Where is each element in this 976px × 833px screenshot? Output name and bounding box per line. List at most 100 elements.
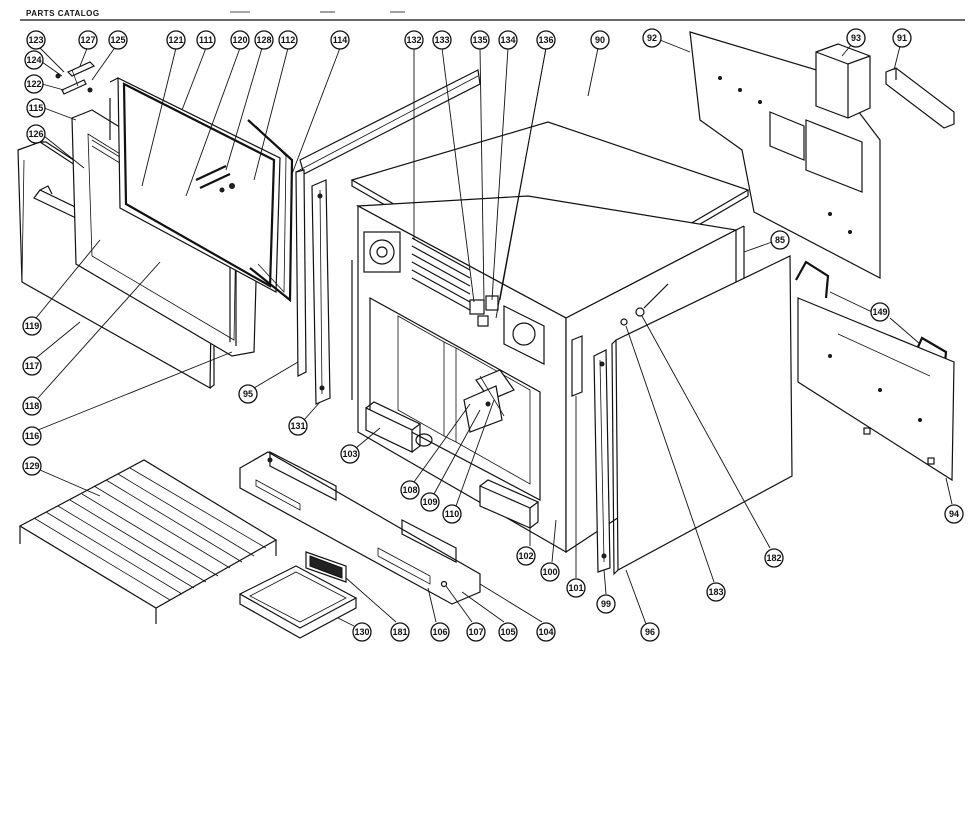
callout-181: 181 xyxy=(345,577,410,642)
callout-111: 111 xyxy=(181,30,216,111)
side-panel xyxy=(611,255,793,576)
callout-132: 132 xyxy=(404,30,424,240)
svg-text:181: 181 xyxy=(392,627,407,637)
callout-112: 112 xyxy=(253,30,298,181)
callout-101: 101 xyxy=(566,396,586,598)
svg-text:123: 123 xyxy=(28,35,43,45)
callout-127: 127 xyxy=(78,30,98,67)
stirrer-assembly xyxy=(463,369,515,433)
callout-117: 117 xyxy=(22,321,81,376)
svg-text:183: 183 xyxy=(708,587,723,597)
svg-text:119: 119 xyxy=(25,321,40,331)
callout-128: 128 xyxy=(225,30,274,171)
callout-125: 125 xyxy=(91,30,128,81)
callout-104: 104 xyxy=(479,583,556,642)
callout-99: 99 xyxy=(596,569,616,614)
callout-109: 109 xyxy=(420,409,481,512)
callout-106: 106 xyxy=(427,587,450,642)
svg-text:111: 111 xyxy=(199,35,213,45)
callout-96: 96 xyxy=(625,569,660,642)
svg-text:104: 104 xyxy=(538,627,553,637)
svg-text:117: 117 xyxy=(25,361,40,371)
svg-text:103: 103 xyxy=(342,449,357,459)
svg-text:92: 92 xyxy=(647,33,657,43)
callout-115: 115 xyxy=(26,98,77,121)
callout-94: 94 xyxy=(944,477,964,524)
door-gasket xyxy=(247,119,294,303)
bracket-101 xyxy=(571,335,583,397)
blower-left xyxy=(365,401,433,453)
callout-129: 129 xyxy=(22,456,101,497)
callout-135: 135 xyxy=(470,30,490,301)
callout-130: 130 xyxy=(337,617,372,642)
svg-text:118: 118 xyxy=(25,401,40,411)
callout-95: 95 xyxy=(238,361,299,404)
svg-text:109: 109 xyxy=(422,497,437,507)
callout-183: 183 xyxy=(625,325,726,602)
callout-107: 107 xyxy=(445,585,486,642)
svg-text:149: 149 xyxy=(872,307,887,317)
callout-149: 149 xyxy=(829,291,921,345)
callout-119: 119 xyxy=(22,239,101,336)
callout-105: 105 xyxy=(461,591,518,642)
svg-text:96: 96 xyxy=(645,627,655,637)
svg-text:129: 129 xyxy=(24,461,39,471)
svg-text:106: 106 xyxy=(432,627,447,637)
svg-text:112: 112 xyxy=(281,35,296,45)
callout-103: 103 xyxy=(340,427,381,464)
cavity-front-frame xyxy=(295,69,481,377)
header-title: PARTS CATALOG xyxy=(26,9,100,18)
callout-100: 100 xyxy=(540,519,560,582)
svg-text:127: 127 xyxy=(80,35,95,45)
callout-108: 108 xyxy=(400,403,471,500)
svg-text:105: 105 xyxy=(500,627,515,637)
bracket-91 xyxy=(885,67,955,129)
svg-text:110: 110 xyxy=(445,509,460,519)
svg-text:94: 94 xyxy=(949,509,959,519)
svg-text:116: 116 xyxy=(25,431,40,441)
hinge-bar xyxy=(311,179,331,405)
callout-102: 102 xyxy=(516,522,536,566)
callout-121: 121 xyxy=(141,30,186,187)
svg-text:91: 91 xyxy=(897,33,907,43)
svg-text:125: 125 xyxy=(110,35,125,45)
svg-text:99: 99 xyxy=(601,599,611,609)
callout-92: 92 xyxy=(642,28,691,53)
svg-text:90: 90 xyxy=(595,35,605,45)
svg-text:130: 130 xyxy=(354,627,369,637)
svg-text:85: 85 xyxy=(775,235,785,245)
svg-text:131: 131 xyxy=(290,421,305,431)
svg-text:135: 135 xyxy=(472,35,487,45)
callout-134: 134 xyxy=(491,30,518,301)
control-pad xyxy=(305,551,347,583)
callout-136: 136 xyxy=(495,30,556,319)
callout-118: 118 xyxy=(22,261,161,416)
callout-116: 116 xyxy=(22,351,233,446)
cord-part xyxy=(620,283,669,326)
callout-123: 123 xyxy=(26,30,65,73)
vent-louvers xyxy=(411,237,471,311)
oven-rack xyxy=(18,459,278,624)
bottom-plate xyxy=(797,297,955,482)
svg-text:115: 115 xyxy=(29,103,44,113)
callout-91: 91 xyxy=(892,28,912,71)
callout-110: 110 xyxy=(442,399,495,524)
callout-131: 131 xyxy=(288,401,321,436)
side-hinge-strip xyxy=(593,349,611,573)
svg-text:132: 132 xyxy=(406,35,421,45)
front-bottom-panel xyxy=(239,451,481,605)
callout-120: 120 xyxy=(185,30,250,197)
door-glass-frame xyxy=(109,77,281,293)
callout-122: 122 xyxy=(24,74,65,94)
callout-124: 124 xyxy=(24,50,63,77)
callout-133: 133 xyxy=(432,30,475,303)
svg-text:95: 95 xyxy=(243,389,253,399)
svg-text:122: 122 xyxy=(26,79,41,89)
svg-text:182: 182 xyxy=(766,553,781,563)
svg-text:93: 93 xyxy=(851,33,861,43)
svg-text:102: 102 xyxy=(518,551,533,561)
latch-parts xyxy=(195,165,235,193)
svg-text:133: 133 xyxy=(434,35,449,45)
svg-text:120: 120 xyxy=(232,35,247,45)
